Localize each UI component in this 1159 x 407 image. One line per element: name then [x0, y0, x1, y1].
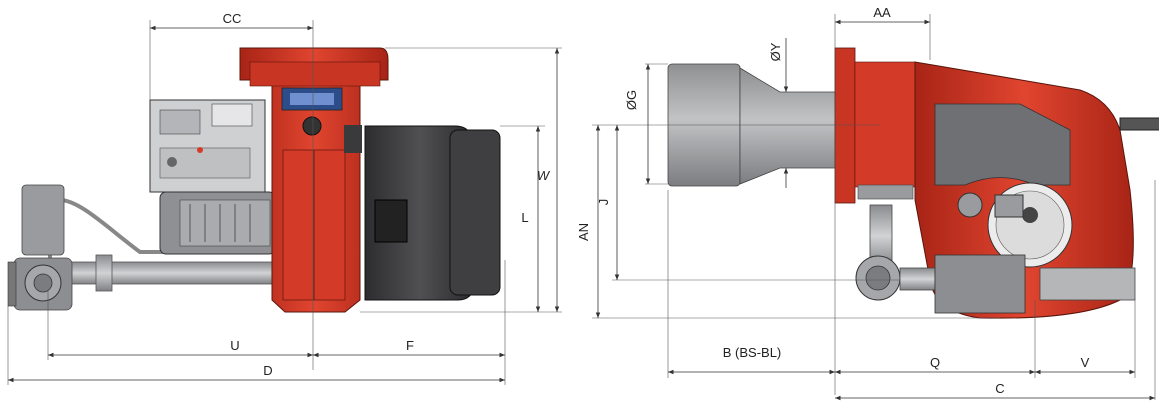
dim-og-label: ØG	[624, 90, 639, 110]
dim-f-label: F	[406, 338, 414, 353]
mounting-flange	[834, 47, 916, 204]
dim-oy-label: ØY	[768, 42, 783, 61]
left-view: CC W L U F D	[7, 11, 562, 385]
dim-v-label: V	[1081, 355, 1090, 370]
left-gas-valve	[7, 184, 73, 311]
dim-cc-label: CC	[223, 11, 242, 26]
dim-l-label: L	[521, 210, 528, 225]
dim-b-label: B (BS-BL)	[723, 345, 782, 360]
dim-q-label: Q	[930, 355, 940, 370]
air-intake-hood	[364, 125, 501, 301]
red-housing-front	[239, 47, 389, 313]
right-view: AA ØY ØG AN J B (BS-BL) Q V C	[576, 5, 1159, 401]
dim-d-label: D	[263, 363, 272, 378]
dim-w-label: W	[537, 168, 551, 183]
dim-c-label: C	[995, 381, 1004, 396]
right-gas-train	[855, 192, 1136, 314]
dim-j-label: J	[596, 199, 611, 206]
control-panel	[149, 99, 266, 193]
dim-aa-label: AA	[873, 5, 891, 20]
left-gas-pipe	[48, 190, 276, 292]
motor	[159, 191, 276, 255]
dim-u-label: U	[230, 338, 239, 353]
dim-an-label: AN	[576, 223, 591, 241]
